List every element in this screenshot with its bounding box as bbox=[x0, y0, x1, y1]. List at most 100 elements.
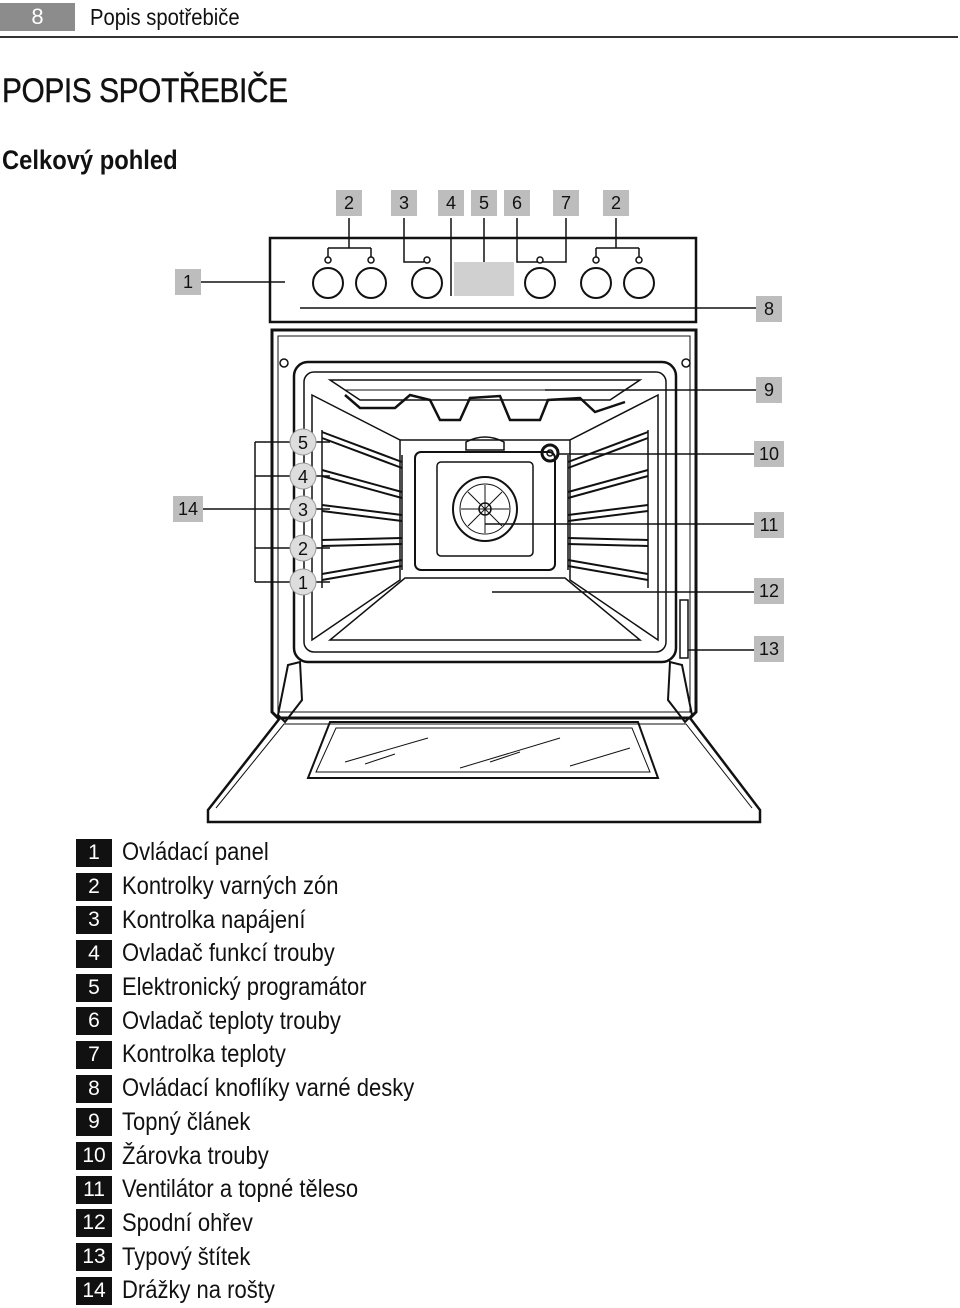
header-title: Popis spotřebiče bbox=[90, 4, 240, 30]
oven-diagram: 2 3 4 5 6 7 2 1 14 5 4 3 2 1 8 9 bbox=[173, 190, 784, 824]
page-title: POPIS SPOTŘEBIČE bbox=[2, 72, 288, 110]
callout-label: 6 bbox=[512, 193, 522, 213]
callout-box bbox=[754, 636, 784, 662]
legend-number: 5 bbox=[76, 973, 112, 1002]
section-subtitle: Celkový pohled bbox=[2, 145, 178, 175]
legend-item: 6 Ovladač teploty trouby bbox=[76, 1004, 676, 1038]
callout-label: 14 bbox=[178, 499, 198, 519]
control-panel bbox=[268, 236, 698, 324]
page-header: 8 Popis spotřebiče bbox=[0, 0, 960, 40]
legend-text: Kontrolky varných zón bbox=[122, 872, 339, 901]
legend-text: Typový štítek bbox=[122, 1242, 251, 1271]
callouts-left: 1 14 bbox=[173, 269, 203, 522]
callout-label: 8 bbox=[764, 299, 774, 319]
legend-item: 7 Kontrolka teploty bbox=[76, 1038, 676, 1072]
callout-box bbox=[756, 296, 782, 322]
callout-box bbox=[756, 377, 782, 403]
shelf-marker bbox=[289, 568, 317, 596]
legend-number: 6 bbox=[76, 1007, 112, 1036]
legend-item: 5 Elektronický programátor bbox=[76, 971, 676, 1005]
legend-item: 3 Kontrolka napájení bbox=[76, 903, 676, 937]
legend-text: Ventilátor a topné těleso bbox=[122, 1175, 359, 1204]
page-number: 8 bbox=[0, 3, 75, 31]
legend-number: 12 bbox=[76, 1209, 112, 1238]
shelf-label: 2 bbox=[298, 539, 308, 559]
legend-text: Ovládací panel bbox=[122, 838, 269, 867]
legend-list: 1 Ovládací panel 2 Kontrolky varných zón 3… bbox=[76, 836, 676, 1308]
callout-label: 2 bbox=[344, 193, 354, 213]
callout-label: 9 bbox=[764, 380, 774, 400]
shelf-marker bbox=[289, 428, 317, 456]
legend-text: Kontrolka teploty bbox=[122, 1040, 286, 1069]
callout-label: 2 bbox=[611, 193, 621, 213]
legend-item: 11 Ventilátor a topné těleso bbox=[76, 1173, 676, 1207]
legend-text: Spodní ohřev bbox=[122, 1208, 253, 1237]
callout-box bbox=[754, 512, 784, 538]
legend-text: Topný článek bbox=[122, 1107, 251, 1136]
legend-number: 1 bbox=[76, 838, 112, 867]
callout-box bbox=[754, 441, 784, 467]
callout-box bbox=[603, 190, 629, 216]
callout-label: 7 bbox=[561, 193, 571, 213]
legend-number: 14 bbox=[76, 1276, 112, 1305]
callouts-right: 8 9 10 11 12 13 bbox=[754, 296, 784, 662]
callout-label: 4 bbox=[446, 193, 456, 213]
legend-item: 10 Žárovka trouby bbox=[76, 1139, 676, 1173]
callout-label: 13 bbox=[759, 639, 779, 659]
shelf-marker bbox=[289, 495, 317, 523]
callout-box bbox=[391, 190, 417, 216]
callout-label: 10 bbox=[759, 444, 779, 464]
callout-label: 11 bbox=[760, 515, 779, 535]
callout-label: 1 bbox=[183, 272, 193, 292]
legend-number: 13 bbox=[76, 1243, 112, 1272]
callout-box bbox=[553, 190, 579, 216]
callout-box bbox=[336, 190, 362, 216]
shelf-label: 3 bbox=[298, 500, 308, 520]
callout-box bbox=[173, 496, 203, 522]
legend-text: Ovladač teploty trouby bbox=[122, 1006, 341, 1035]
oven-body bbox=[270, 328, 698, 724]
legend-text: Žárovka trouby bbox=[122, 1141, 269, 1170]
callout-label: 5 bbox=[479, 193, 489, 213]
shelf-label: 5 bbox=[298, 433, 308, 453]
callout-label: 3 bbox=[399, 193, 409, 213]
callout-box bbox=[438, 190, 464, 216]
callouts-top: 2 3 4 5 6 7 2 bbox=[336, 190, 629, 216]
legend-number: 7 bbox=[76, 1040, 112, 1069]
legend-number: 8 bbox=[76, 1074, 112, 1103]
legend-item: 4 Ovladač funkcí trouby bbox=[76, 937, 676, 971]
leader-lines bbox=[200, 218, 756, 651]
legend-item: 8 Ovládací knoflíky varné desky bbox=[76, 1072, 676, 1106]
control-knobs bbox=[312, 267, 655, 299]
callout-label: 12 bbox=[759, 581, 779, 601]
legend-text: Drážky na rošty bbox=[122, 1276, 275, 1305]
legend-text: Kontrolka napájení bbox=[122, 905, 306, 934]
legend-item: 9 Topný článek bbox=[76, 1106, 676, 1140]
legend-number: 9 bbox=[76, 1108, 112, 1137]
legend-item: 12 Spodní ohřev bbox=[76, 1207, 676, 1241]
legend-text: Ovládací knoflíky varné desky bbox=[122, 1074, 415, 1103]
oven-door bbox=[206, 716, 762, 824]
programmer-display bbox=[454, 262, 514, 296]
callout-box bbox=[754, 578, 784, 604]
shelf-label: 1 bbox=[298, 573, 308, 593]
legend-text: Elektronický programátor bbox=[122, 973, 367, 1002]
shelf-label: 4 bbox=[298, 467, 308, 487]
legend-item: 1 Ovládací panel bbox=[76, 836, 676, 870]
shelf-marker bbox=[289, 534, 317, 562]
callout-box bbox=[471, 190, 497, 216]
header-rule bbox=[0, 36, 958, 38]
legend-text: Ovladač funkcí trouby bbox=[122, 939, 335, 968]
legend-item: 13 Typový štítek bbox=[76, 1240, 676, 1274]
legend-number: 11 bbox=[76, 1175, 112, 1204]
legend-number: 2 bbox=[76, 872, 112, 901]
callout-box bbox=[504, 190, 530, 216]
callout-box bbox=[175, 269, 201, 295]
legend-number: 10 bbox=[76, 1142, 112, 1171]
callouts-shelves: 5 4 3 2 1 bbox=[289, 428, 317, 596]
legend-item: 2 Kontrolky varných zón bbox=[76, 870, 676, 904]
legend-item: 14 Drážky na rošty bbox=[76, 1274, 676, 1308]
legend-number: 3 bbox=[76, 906, 112, 935]
legend-number: 4 bbox=[76, 939, 112, 968]
shelf-marker bbox=[289, 462, 317, 490]
